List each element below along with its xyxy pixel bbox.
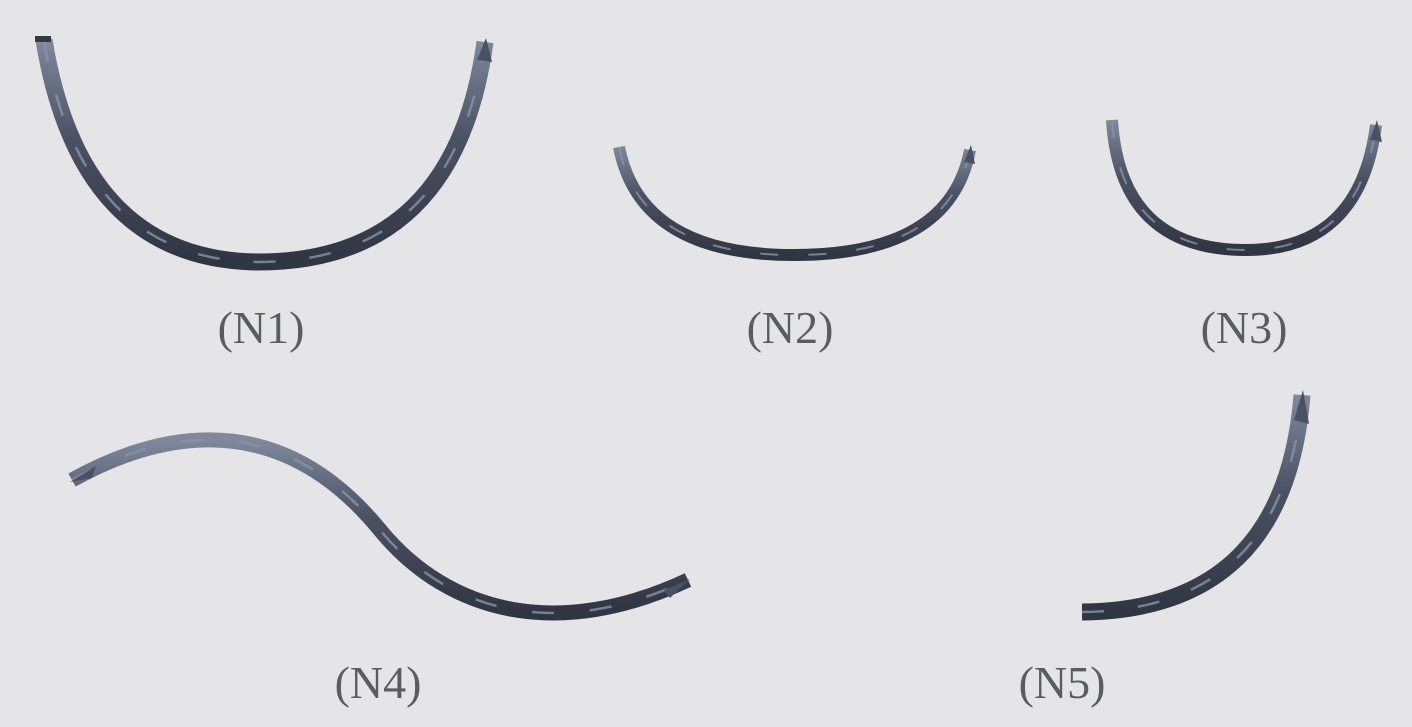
needle-n2 — [613, 145, 976, 262]
needle-label-n1: (N1) — [217, 302, 305, 353]
needle-label-n4: (N4) — [334, 657, 422, 708]
needle-label-n5: (N5) — [1018, 657, 1106, 708]
needle-n1 — [35, 36, 494, 271]
needle-n3 — [1106, 119, 1382, 257]
needle-label-n2: (N2) — [746, 302, 834, 353]
needle-n5 — [815, 390, 1311, 621]
needle-label-n3: (N3) — [1200, 302, 1288, 353]
needle-n4 — [68, 432, 692, 621]
